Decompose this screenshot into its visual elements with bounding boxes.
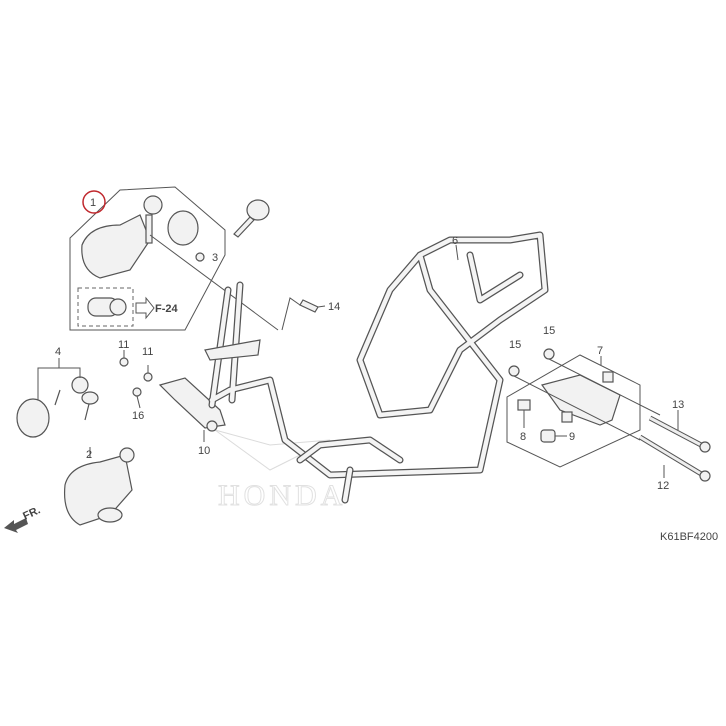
svg-text:HONDA: HONDA [218,479,346,512]
nut-11b [143,372,153,382]
bolt-16-part [132,387,142,409]
svg-text:FR.: FR. [21,504,42,522]
callout-2[interactable]: 2 [86,449,92,461]
hanger-bracket-part [541,371,621,426]
callout-1[interactable]: 1 [90,197,96,209]
callout-11a[interactable]: 11 [118,339,129,351]
bolt-13-part [648,415,711,453]
reference-box [77,287,134,327]
reference-label: F-24 [155,303,179,315]
callout-15b[interactable]: 15 [543,325,555,337]
lock-set-4-part [16,376,99,438]
front-direction-indicator: FR. [4,504,42,533]
bracket-10-part [158,377,226,432]
diagram-code: K61BF4200 [660,531,718,543]
callout-13[interactable]: 13 [672,399,684,411]
assembly-7-outline [506,354,641,468]
callout-3[interactable]: 3 [212,252,218,264]
lock-cylinder-part [87,297,127,317]
callout-4[interactable]: 4 [55,346,61,358]
arrow-right-icon [135,296,155,320]
callout-10[interactable]: 10 [198,445,210,457]
callout-9[interactable]: 9 [569,431,575,443]
nut-11a [119,357,129,367]
rubber-8-part [517,399,531,411]
arrow-left-icon [4,518,28,533]
callout-16[interactable]: 16 [132,410,144,422]
ignition-switch-2-part [63,447,135,526]
nut-15b [543,348,555,360]
callout-8[interactable]: 8 [520,431,526,443]
bolt-12-part [638,434,711,482]
callout-highlight-ring [82,190,106,214]
callout-11b[interactable]: 11 [142,346,153,358]
assembly-1-outline [69,186,226,331]
bolt-14-part [281,297,326,331]
nut-15a [508,365,520,377]
key-part [233,199,270,238]
callout-14[interactable]: 14 [328,301,340,313]
callout-6[interactable]: 6 [452,235,458,247]
callout-15a[interactable]: 15 [509,339,521,351]
honda-watermark: HONDA [214,429,346,513]
rubber-9-part [540,429,556,443]
callout-7[interactable]: 7 [597,345,603,357]
ignition-switch-part [81,195,205,279]
callout-12[interactable]: 12 [657,480,669,492]
frame-body-part [204,231,549,504]
